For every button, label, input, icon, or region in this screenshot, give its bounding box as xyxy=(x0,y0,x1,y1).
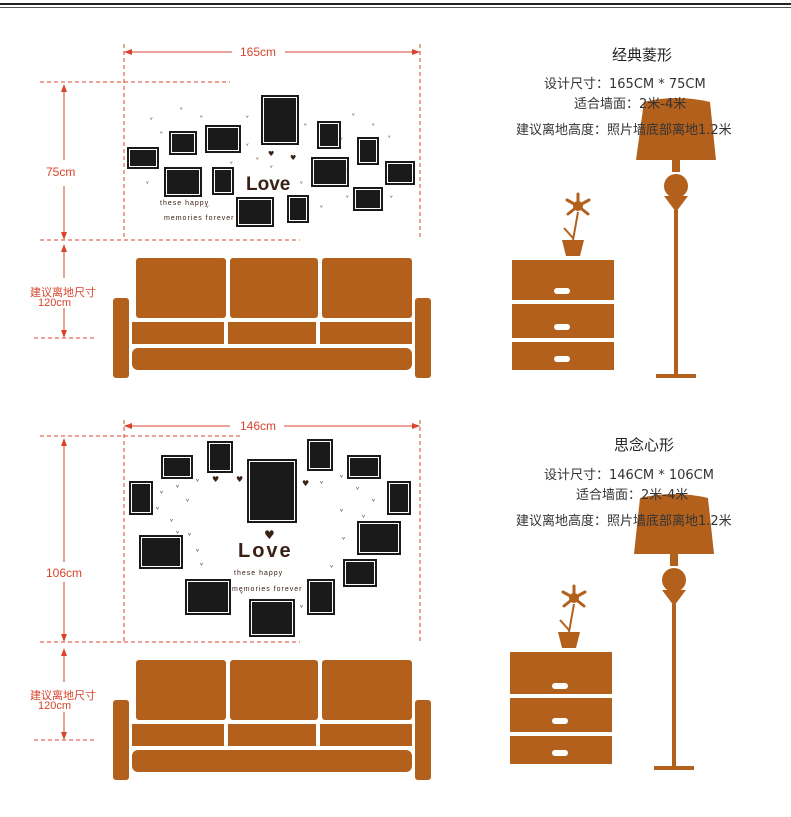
svg-text:ᵛ: ᵛ xyxy=(160,130,163,138)
width-label: 146cm xyxy=(240,419,276,433)
svg-text:ᵛ: ᵛ xyxy=(256,156,259,164)
svg-text:ᵛ: ᵛ xyxy=(156,505,159,514)
design-size: 设计尺寸：165CM * 75CM xyxy=(544,73,706,92)
svg-text:ᵛ: ᵛ xyxy=(170,517,173,526)
sofa xyxy=(113,258,431,378)
svg-text:♥: ♥ xyxy=(212,475,219,484)
svg-text:ᵛ: ᵛ xyxy=(196,547,199,556)
svg-text:♥: ♥ xyxy=(268,150,274,158)
svg-text:ᵛ: ᵛ xyxy=(340,136,343,144)
svg-text:ᵛ: ᵛ xyxy=(346,194,349,202)
svg-text:ᵛ: ᵛ xyxy=(304,122,307,130)
wall-size: 适合墙面：2米-4米 xyxy=(576,484,688,503)
svg-text:ᵛ: ᵛ xyxy=(270,164,273,172)
svg-text:ᵛ: ᵛ xyxy=(340,473,343,482)
svg-text:ᵛ: ᵛ xyxy=(390,194,393,202)
svg-text:ᵛ: ᵛ xyxy=(344,168,347,176)
panel-2-drawing: ᵛ♥♥ ♥ᵛᵛ ᵛᵛᵛ ᵛᵛᵛ ᵛᵛᵛ ᵛᵛᵛ ᵛᵛᵛ ᵛᵛ xyxy=(0,400,791,800)
svg-text:ᵛ: ᵛ xyxy=(180,106,183,114)
wall-size: 适合墙面：2米-4米 xyxy=(574,93,686,112)
floor-value: 120cm xyxy=(38,297,71,309)
svg-text:ᵛ: ᵛ xyxy=(186,497,189,506)
svg-text:ᵛ: ᵛ xyxy=(246,114,249,122)
width-label: 165cm xyxy=(240,45,276,59)
panel-title: 思念心形 xyxy=(614,434,674,455)
svg-text:ᵛ: ᵛ xyxy=(352,112,355,120)
svg-text:ᵛ: ᵛ xyxy=(320,204,323,212)
svg-text:ᵛ: ᵛ xyxy=(196,477,199,486)
svg-text:ᵛ: ᵛ xyxy=(188,531,191,540)
cabinet xyxy=(512,194,614,370)
svg-text:ᵛ: ᵛ xyxy=(150,116,153,124)
svg-text:ᵛ: ᵛ xyxy=(176,529,179,538)
svg-text:ᵛ: ᵛ xyxy=(362,513,365,522)
mount-height: 建议离地高度：照片墙底部离地1.2米 xyxy=(516,119,732,138)
svg-text:ᵛ: ᵛ xyxy=(176,483,179,492)
love-text: Love xyxy=(238,540,293,563)
svg-text:ᵛ: ᵛ xyxy=(320,479,323,488)
tagline-line-1: these happy xyxy=(234,570,283,577)
svg-text:ᵛ: ᵛ xyxy=(342,535,345,544)
svg-text:ᵛ: ᵛ xyxy=(372,122,375,130)
svg-text:ᵛ: ᵛ xyxy=(300,180,303,188)
svg-text:ᵛ: ᵛ xyxy=(146,180,149,188)
panel-title: 经典菱形 xyxy=(612,44,672,65)
tagline-line-2: memories forever xyxy=(164,215,234,222)
floor-lamp xyxy=(636,98,716,378)
svg-text:ᵛ: ᵛ xyxy=(230,160,233,168)
svg-text:ᵛ: ᵛ xyxy=(388,134,391,142)
svg-text:ᵛ: ᵛ xyxy=(330,563,333,572)
tagline-line-2: memories forever xyxy=(232,586,302,593)
svg-text:ᵛ: ᵛ xyxy=(160,489,163,498)
design-size: 设计尺寸：146CM * 106CM xyxy=(544,464,714,483)
svg-text:ᵛ: ᵛ xyxy=(372,497,375,506)
mount-height: 建议离地高度：照片墙底部离地1.2米 xyxy=(516,510,732,529)
svg-text:ᵛ: ᵛ xyxy=(200,561,203,570)
height-label: 106cm xyxy=(46,566,82,580)
svg-text:♥: ♥ xyxy=(302,479,309,488)
floor-value: 120cm xyxy=(38,700,71,712)
tagline-line-1: these happy xyxy=(160,200,209,207)
svg-text:ᵛ: ᵛ xyxy=(340,507,343,516)
svg-text:ᵛ: ᵛ xyxy=(246,142,249,150)
svg-text:♥: ♥ xyxy=(290,154,296,162)
svg-text:ᵛ: ᵛ xyxy=(200,114,203,122)
svg-text:ᵛ: ᵛ xyxy=(300,603,303,612)
height-label: 75cm xyxy=(46,165,75,179)
svg-text:♥: ♥ xyxy=(236,475,243,484)
love-text: Love xyxy=(246,174,290,196)
svg-text:ᵛ: ᵛ xyxy=(356,485,359,494)
